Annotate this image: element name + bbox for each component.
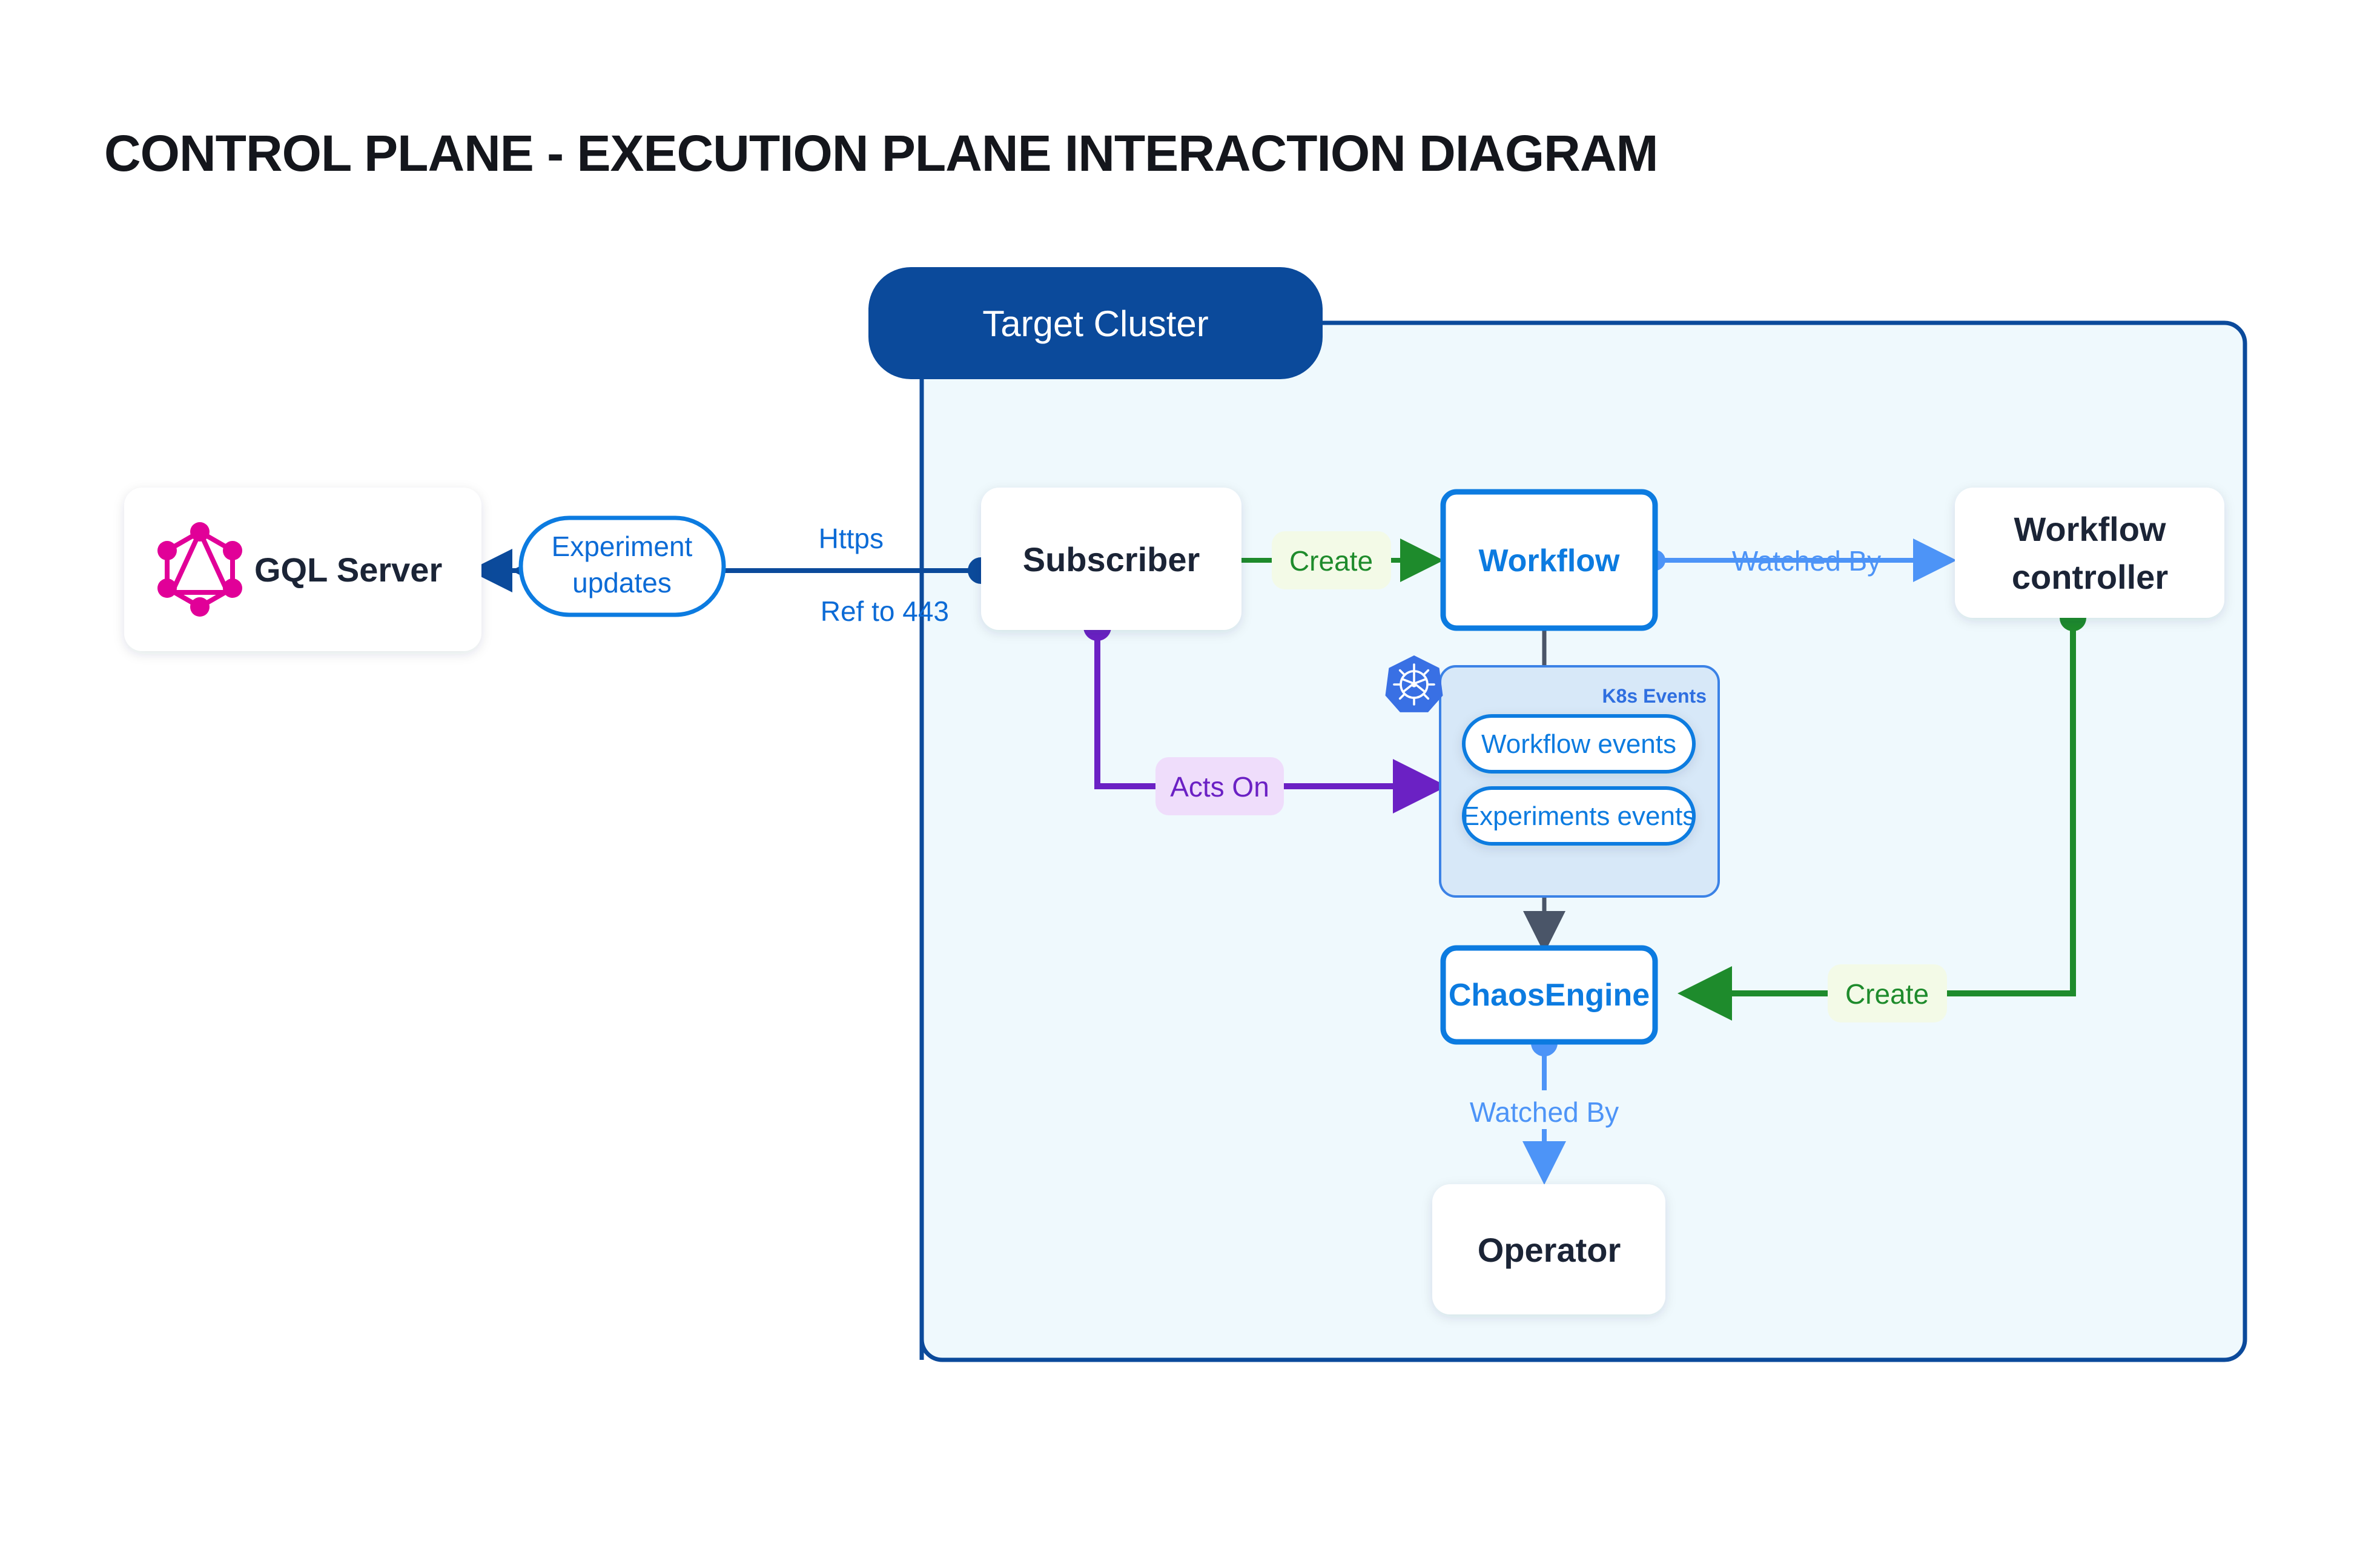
- label-watched-by-operator: Watched By: [1450, 1090, 1638, 1129]
- label-watched-by-controller: Watched By: [1732, 545, 1881, 577]
- node-label: Workflow: [1478, 543, 1620, 578]
- node-workflow[interactable]: Workflow: [1440, 489, 1658, 631]
- k8s-pill-label: Experiments events: [1462, 801, 1696, 831]
- node-subscriber[interactable]: Subscriber: [981, 488, 1241, 630]
- node-gql-server[interactable]: GQL Server: [124, 488, 481, 651]
- label-https: Https: [819, 523, 884, 554]
- node-label-line-2: controller: [2012, 558, 2168, 596]
- node-label: ChaosEngine: [1449, 978, 1650, 1013]
- target-cluster-label: Target Cluster: [982, 303, 1208, 344]
- label-experiment-updates: Experiment updates: [518, 515, 726, 617]
- label-text: Create: [1845, 978, 1929, 1010]
- label-acts-on: Acts On: [1155, 757, 1284, 815]
- node-workflow-controller[interactable]: Workflow controller: [1955, 488, 2224, 618]
- node-operator[interactable]: Operator: [1432, 1184, 1665, 1314]
- label-create-chaosengine: Create: [1828, 964, 1947, 1022]
- node-chaosengine[interactable]: ChaosEngine: [1440, 945, 1658, 1045]
- k8s-pill-label: Workflow events: [1481, 729, 1676, 759]
- label-text: Acts On: [1170, 771, 1269, 803]
- k8s-events-panel: K8s Events: [1385, 655, 1720, 898]
- kubernetes-logo: [1385, 655, 1443, 712]
- k8s-pill-workflow-events[interactable]: Workflow events: [1462, 714, 1696, 774]
- label-text: Watched By: [1470, 1096, 1619, 1128]
- node-label: GQL Server: [254, 551, 442, 589]
- target-cluster-header[interactable]: Target Cluster: [868, 267, 1323, 379]
- graphql-logo: [157, 522, 242, 617]
- page-title: CONTROL PLANE - EXECUTION PLANE INTERACT…: [104, 125, 1658, 182]
- label-line-2: updates: [572, 567, 672, 598]
- node-label-line-1: Workflow: [2014, 510, 2166, 548]
- label-text: Create: [1289, 545, 1373, 577]
- node-label: Subscriber: [1023, 540, 1200, 578]
- k8s-pill-experiments-events[interactable]: Experiments events: [1462, 786, 1696, 846]
- label-line-1: Experiment: [552, 531, 693, 562]
- label-ref-to-443: Ref to 443: [821, 595, 949, 627]
- k8s-events-tag: K8s Events: [1602, 685, 1707, 707]
- label-create-workflow: Create: [1272, 531, 1391, 589]
- node-label: Operator: [1478, 1231, 1621, 1269]
